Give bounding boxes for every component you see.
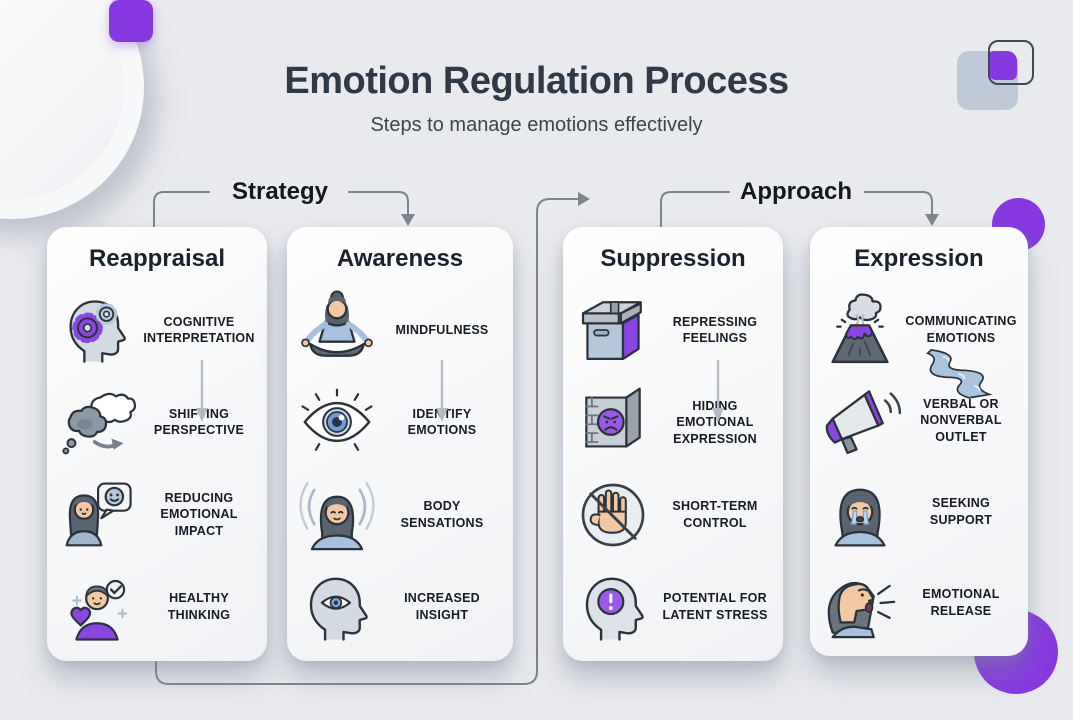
card-item-row: HEALTHY THINKING	[53, 561, 261, 653]
group-label-strategy: Strategy	[231, 178, 329, 205]
item-label: COGNITIVE INTERPRETATION	[143, 314, 255, 346]
card-expression: Expression COMMUNICATING EMOTIONS VERBAL…	[810, 227, 1028, 656]
card-title: Reappraisal	[88, 245, 226, 272]
card-item-row: SEEKING SUPPORT	[816, 466, 1022, 557]
item-label: REPRESSING FEELINGS	[672, 314, 758, 346]
outline-square-decoration	[988, 40, 1034, 85]
card-item-row: IDENTIFY EMOTIONS	[293, 376, 507, 468]
head-gears-icon	[53, 292, 141, 368]
card-item-row: SHIFTING PERSPECTIVE	[53, 376, 261, 468]
thought-clouds-icon	[53, 382, 141, 462]
right-arrowhead-icon	[578, 192, 590, 206]
card-item-row: REDUCING EMOTIONAL IMPACT	[53, 469, 261, 561]
open-eye-icon	[293, 382, 381, 462]
stress-alert-head-icon	[569, 568, 657, 646]
card-awareness: Awareness MINDFULNESS IDENTIFY EMOTIONS …	[287, 227, 513, 661]
down-arrow-icon	[711, 358, 725, 424]
item-label: MINDFULNESS	[395, 322, 489, 337]
card-item-row: SHORT-TERM CONTROL	[569, 469, 777, 561]
item-label: COMMUNICATING EMOTIONS	[905, 314, 1017, 345]
healthy-mind-person-icon	[53, 568, 141, 646]
card-title: Expression	[854, 245, 984, 272]
approach-bracket-left-line	[660, 191, 730, 227]
calm-person-waves-icon	[293, 474, 381, 556]
page-subtitle: Steps to manage emotions effectively	[370, 114, 703, 136]
item-label: SEEKING SUPPORT	[929, 496, 993, 527]
volcano-icon	[816, 289, 904, 371]
down-arrow-icon	[435, 358, 449, 424]
down-arrowhead-icon	[401, 214, 415, 226]
item-label: EMOTIONAL RELEASE	[922, 587, 1000, 618]
item-label: POTENTIAL FOR LATENT STRESS	[662, 591, 768, 622]
group-label-approach: Approach	[739, 178, 853, 205]
card-rows: COGNITIVE INTERPRETATION SHIFTING PERSPE…	[53, 284, 261, 653]
card-rows: REPRESSING FEELINGS HIDING EMOTIONAL EXP…	[569, 284, 777, 653]
strategy-bracket-right-line	[348, 191, 409, 215]
item-label: HIDING EMOTIONAL EXPRESSION	[673, 398, 757, 446]
item-label: REDUCING EMOTIONAL IMPACT	[160, 490, 238, 538]
card-item-row: INCREASED INSIGHT	[293, 561, 507, 653]
down-arrow-icon	[195, 358, 209, 424]
item-label: VERBAL OR NONVERBAL OUTLET	[920, 396, 1002, 444]
card-item-row: MINDFULNESS	[293, 284, 507, 376]
card-item-row: COGNITIVE INTERPRETATION	[53, 284, 261, 376]
meditating-person-icon	[293, 288, 381, 372]
card-item-row: COMMUNICATING EMOTIONS	[816, 284, 1022, 375]
wall-hidden-face-icon	[569, 382, 657, 462]
item-label: SHORT-TERM CONTROL	[672, 499, 758, 530]
positive-self-talk-icon	[53, 476, 141, 554]
card-item-row: VERBAL OR NONVERBAL OUTLET	[816, 375, 1022, 466]
approach-bracket-right-line	[864, 191, 933, 215]
insight-head-eye-icon	[293, 568, 381, 646]
card-item-row: BODY SENSATIONS	[293, 469, 507, 561]
card-suppression: Suppression REPRESSING FEELINGS HIDING E…	[563, 227, 783, 661]
river-icon	[926, 346, 998, 400]
page-title: Emotion Regulation Process	[284, 60, 789, 102]
card-item-row: EMOTIONAL RELEASE	[816, 557, 1022, 648]
purple-square-decoration	[109, 0, 153, 42]
strategy-bracket-left-line	[153, 191, 210, 227]
card-item-row: REPRESSING FEELINGS	[569, 284, 777, 376]
card-rows: COMMUNICATING EMOTIONS VERBAL OR NONVERB…	[816, 284, 1022, 648]
card-item-row: POTENTIAL FOR LATENT STRESS	[569, 561, 777, 653]
down-arrowhead-icon	[925, 214, 939, 226]
crying-person-icon	[816, 472, 904, 552]
item-label: INCREASED INSIGHT	[404, 591, 480, 622]
item-label: HEALTHY THINKING	[167, 591, 231, 622]
card-item-row: HIDING EMOTIONAL EXPRESSION	[569, 376, 777, 468]
card-rows: MINDFULNESS IDENTIFY EMOTIONS BODY SENSA…	[293, 284, 507, 653]
card-title: Awareness	[336, 245, 464, 272]
stop-hand-icon	[569, 475, 657, 555]
item-label: BODY SENSATIONS	[400, 499, 484, 530]
card-title: Suppression	[600, 245, 746, 272]
megaphone-icon	[816, 380, 904, 462]
shouting-person-icon	[816, 562, 904, 644]
card-reappraisal: Reappraisal COGNITIVE INTERPRETATION SHI…	[47, 227, 267, 661]
storage-box-icon	[569, 290, 657, 370]
